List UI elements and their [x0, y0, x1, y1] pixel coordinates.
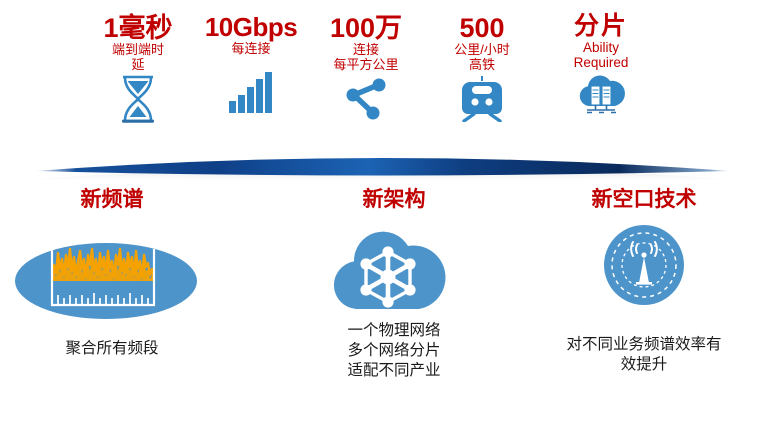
kpi-density: 100万 连接 每平方公里 [310, 0, 422, 125]
kpi-throughput-sub: 每连接 [231, 41, 271, 57]
cloud-server-icon [575, 70, 627, 121]
kpi-latency-sub: 端到端时 延 [111, 42, 164, 72]
pillar-new-air-interface-title: 新空口技术 [591, 188, 697, 211]
kpi-latency: 1毫秒 端到端时 延 [82, 0, 194, 129]
kpi-mobility-headline: 500 [459, 13, 505, 43]
pillar-new-spectrum-caption: 聚合所有频段 [65, 340, 159, 358]
pillar-new-air-interface: 新空口技术 [520, 188, 765, 375]
kpi-density-sub: 连接 每平方公里 [333, 42, 399, 72]
kpi-mobility: 500 公里/小时 高铁 [436, 0, 528, 127]
kpi-mobility-sub: 公里/小时 高铁 [454, 42, 510, 72]
cloud-mesh-icon [322, 215, 466, 315]
pillar-new-architecture-title: 新架构 [362, 188, 426, 211]
blue-arc-divider [0, 140, 765, 188]
pillar-new-spectrum: 新频谱 [4, 188, 220, 359]
kpi-row: 1毫秒 端到端时 延 10Gbps 每连接 [0, 0, 765, 160]
pillar-new-air-interface-caption: 对不同业务频谱效率有 效提升 [566, 336, 722, 373]
pillar-new-architecture-caption: 一个物理网络 多个网络分片 适配不同产业 [347, 322, 441, 379]
pillar-new-spectrum-title: 新频谱 [80, 188, 144, 211]
hourglass-icon [116, 74, 160, 129]
pillar-new-architecture: 新架构 [286, 188, 502, 381]
share-network-icon [342, 76, 390, 125]
kpi-slicing-headline: 分片 [573, 12, 628, 40]
pillar-row: 新频谱 [0, 186, 765, 425]
kpi-slicing-sub: Ability Required [573, 40, 629, 71]
kpi-throughput: 10Gbps 每连接 [196, 0, 306, 118]
train-icon [459, 74, 505, 127]
kpi-throughput-headline: 10Gbps [204, 12, 298, 42]
kpi-latency-headline: 1毫秒 [103, 13, 173, 43]
spectrum-analyzer-icon [12, 219, 212, 329]
antenna-tower-icon [592, 213, 696, 317]
kpi-density-headline: 100万 [329, 13, 403, 43]
signal-bars-icon [228, 71, 274, 118]
kpi-slicing: 分片 Ability Required [546, 0, 656, 121]
